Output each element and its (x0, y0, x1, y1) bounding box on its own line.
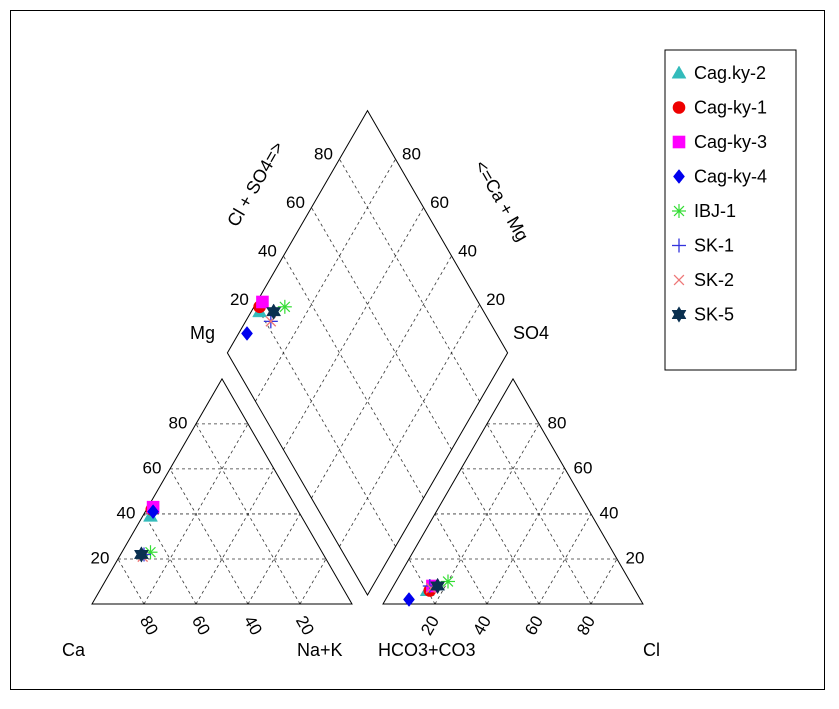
point-diamond-Cag-ky-3 (256, 295, 269, 309)
cation-top-label: Mg (190, 323, 215, 343)
point-diamond-SK-5 (266, 303, 282, 320)
tick-label-mg: 40 (117, 503, 136, 522)
tick-label-mg: 20 (91, 548, 110, 567)
tick-label-nak: 20 (292, 613, 318, 639)
tick-label-ca-mg: 60 (430, 193, 449, 212)
tick-labels: 20 20 20 20 20 20 40 40 40 40 40 40 60 60 60 60 60 60 80 80… (91, 145, 645, 639)
grid-line (283, 255, 424, 499)
cation-right-label: Na+K (297, 640, 343, 660)
tick-label-cl-so4: 80 (314, 145, 333, 164)
cation-triangle (91, 377, 353, 605)
tick-label-so4: 60 (574, 458, 593, 477)
legend-marker-Cag-ky-1 (672, 101, 686, 114)
point-anion-IBJ-1 (441, 574, 455, 589)
legend-label: IBJ-1 (694, 201, 736, 221)
grid-line (311, 255, 452, 499)
data-points (133, 295, 455, 607)
legend-marker-Cag-ky-3 (672, 135, 686, 149)
grid-line (311, 207, 452, 450)
axis-labels: Ca Mg Na+K HCO3+CO3 SO4 Cl Cl + SO4=> <=… (62, 138, 660, 660)
tick-label-ca-mg: 80 (402, 145, 421, 164)
legend-label: Cag.ky-2 (694, 63, 766, 83)
tick-label-cl: 80 (573, 613, 599, 639)
grid-line (255, 304, 396, 547)
anion-right-label: Cl (643, 640, 660, 660)
grid-line (339, 304, 480, 547)
tick-label-cl-so4: 60 (286, 193, 305, 212)
legend-marker-SK-1 (672, 238, 686, 253)
grid-line (247, 513, 301, 605)
point-anion-Cag-ky-4 (403, 592, 415, 607)
tick-label-so4: 40 (600, 503, 619, 522)
grid-line (339, 158, 480, 402)
anion-top-label: SO4 (513, 323, 549, 343)
legend-marker-Cag-ky-4 (673, 169, 685, 184)
tick-label-so4: 20 (626, 548, 645, 567)
tick-label-ca-mg: 20 (486, 290, 505, 309)
tick-label-so4: 80 (548, 413, 567, 432)
legend-label: SK-1 (694, 236, 734, 256)
point-cation-SK-5 (133, 546, 149, 563)
tick-label-cl-so4: 20 (230, 290, 249, 309)
grid-line (283, 207, 424, 450)
grid-lines (117, 158, 618, 605)
point-cation-Cag-ky-4 (147, 504, 160, 520)
anion-left-label: HCO3+CO3 (378, 640, 476, 660)
legend-marker-Cag.ky-2 (671, 65, 687, 79)
cation-left-label: Ca (62, 640, 86, 660)
grid-line (195, 423, 301, 605)
legend-label: Cag-ky-1 (694, 98, 767, 118)
diamond-left-axis-label: Cl + SO4=> (223, 138, 288, 230)
point-anion-SK-5 (430, 577, 446, 595)
anion-triangle (382, 377, 644, 605)
tick-label-ca-mg: 40 (458, 241, 477, 260)
diamond-outline (226, 109, 509, 596)
legend-marker-SK-5 (671, 306, 687, 323)
tick-label-nak: 60 (188, 613, 214, 639)
legend-label: Cag-ky-3 (694, 132, 767, 152)
grid-line (195, 468, 275, 605)
tick-label-cl: 60 (521, 613, 547, 639)
tick-label-nak: 40 (240, 613, 266, 639)
point-diamond-IBJ-1 (277, 299, 292, 314)
legend-label: SK-5 (694, 305, 734, 325)
tick-label-mg: 80 (169, 413, 188, 432)
tick-label-cl: 20 (417, 613, 443, 639)
grid-line (486, 423, 592, 605)
grid-line (538, 513, 592, 605)
legend-label: Cag-ky-4 (694, 167, 767, 187)
legend-label: SK-2 (694, 270, 734, 290)
grid-line (590, 558, 618, 605)
tick-label-cl: 40 (469, 613, 495, 639)
grid-line (299, 558, 327, 605)
grid-line (117, 558, 145, 605)
legend-box (664, 49, 797, 371)
legend-marker-IBJ-1 (672, 204, 686, 218)
point-diamond-Cag-ky-4 (241, 326, 253, 341)
grid-line (169, 468, 249, 605)
tick-label-nak: 80 (136, 613, 162, 639)
grid-line (143, 513, 197, 605)
grid-line (460, 468, 540, 605)
tick-label-mg: 60 (143, 458, 162, 477)
grid-line (486, 468, 566, 605)
grid-line (434, 513, 488, 605)
triangle-outlines (91, 109, 644, 605)
legend-marker-SK-2 (673, 274, 685, 286)
point-cation-IBJ-1 (143, 545, 158, 560)
diamond-right-axis-label: <=Ca + Mg (471, 157, 533, 245)
tick-label-cl-so4: 40 (258, 241, 277, 260)
grid-line (255, 158, 396, 402)
legend: Cag.ky-2Cag-ky-1Cag-ky-3Cag-ky-4IBJ-1SK-… (664, 49, 797, 371)
